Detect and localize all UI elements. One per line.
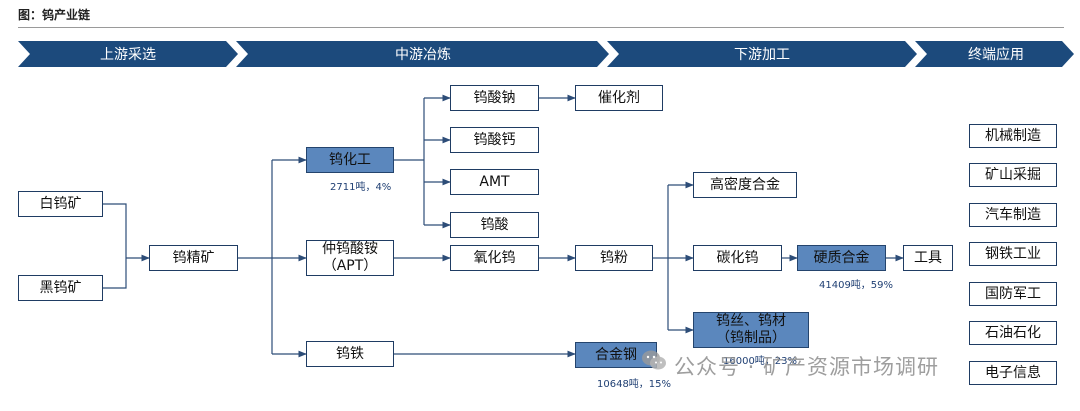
hardmetal-note: 41409吨，59% bbox=[819, 280, 894, 291]
node-apt: 仲钨酸铵 （APT） bbox=[306, 240, 394, 276]
node-hardmetal: 硬质合金 bbox=[797, 245, 886, 271]
node-tungsten-powder: 钨粉 bbox=[575, 245, 653, 271]
apt-label-line2: （APT） bbox=[322, 258, 378, 274]
apt-label-line1: 仲钨酸铵 bbox=[322, 241, 378, 257]
stage-banner-terminal: 终端应用 bbox=[915, 41, 1074, 67]
wire-note: 16000吨，23% bbox=[723, 356, 798, 367]
wechat-icon bbox=[642, 350, 666, 370]
app-item: 机械制造 bbox=[969, 124, 1057, 148]
app-item: 矿山采掘 bbox=[969, 163, 1057, 187]
node-amt: AMT bbox=[450, 169, 539, 195]
app-item: 钢铁工业 bbox=[969, 242, 1057, 266]
app-item: 电子信息 bbox=[969, 361, 1057, 385]
node-alloy-steel: 合金钢 bbox=[575, 342, 657, 368]
connector-line bbox=[102, 203, 127, 289]
node-high-density-alloy: 高密度合金 bbox=[693, 172, 797, 198]
node-tungsten-wire: 钨丝、钨材 （钨制品） bbox=[693, 312, 809, 348]
node-catalyst: 催化剂 bbox=[575, 85, 663, 111]
node-tungsten-carbide: 碳化钨 bbox=[693, 245, 782, 271]
app-item: 国防军工 bbox=[969, 282, 1057, 306]
node-concentrate: 钨精矿 bbox=[149, 245, 238, 271]
watermark: 公众号 · 矿产资源市场调研 bbox=[674, 355, 940, 379]
stage-banner-upstream: 上游采选 bbox=[18, 41, 238, 67]
stage-label: 下游加工 bbox=[734, 47, 790, 63]
node-chemical: 钨化工 bbox=[306, 147, 394, 173]
node-wolframite: 黑钨矿 bbox=[18, 275, 103, 301]
title-divider bbox=[18, 27, 1064, 28]
node-calcium-tungstate: 钨酸钙 bbox=[450, 127, 539, 153]
alloy-steel-note: 10648吨，15% bbox=[597, 379, 672, 390]
node-scheelite: 白钨矿 bbox=[18, 191, 103, 217]
stage-label: 中游冶炼 bbox=[395, 47, 451, 63]
chemical-note: 2711吨，4% bbox=[330, 182, 392, 193]
node-tungstic-acid: 钨酸 bbox=[450, 212, 539, 238]
stage-banner-midstream: 中游冶炼 bbox=[236, 41, 609, 67]
node-sodium-tungstate: 钨酸钠 bbox=[450, 85, 539, 111]
figure-title: 图：钨产业链 bbox=[18, 8, 91, 22]
node-tools: 工具 bbox=[903, 245, 953, 271]
wire-label-line1: 钨丝、钨材 bbox=[716, 313, 786, 329]
node-ferro-tungsten: 钨铁 bbox=[306, 341, 394, 367]
stage-label: 终端应用 bbox=[968, 46, 1024, 63]
stage-banner-downstream: 下游加工 bbox=[607, 41, 917, 67]
app-item: 汽车制造 bbox=[969, 203, 1057, 227]
app-item: 石油石化 bbox=[969, 321, 1057, 345]
wire-label-line2: （钨制品） bbox=[716, 330, 786, 346]
stage-label: 上游采选 bbox=[100, 47, 156, 63]
node-tungsten-oxide: 氧化钨 bbox=[450, 245, 539, 271]
